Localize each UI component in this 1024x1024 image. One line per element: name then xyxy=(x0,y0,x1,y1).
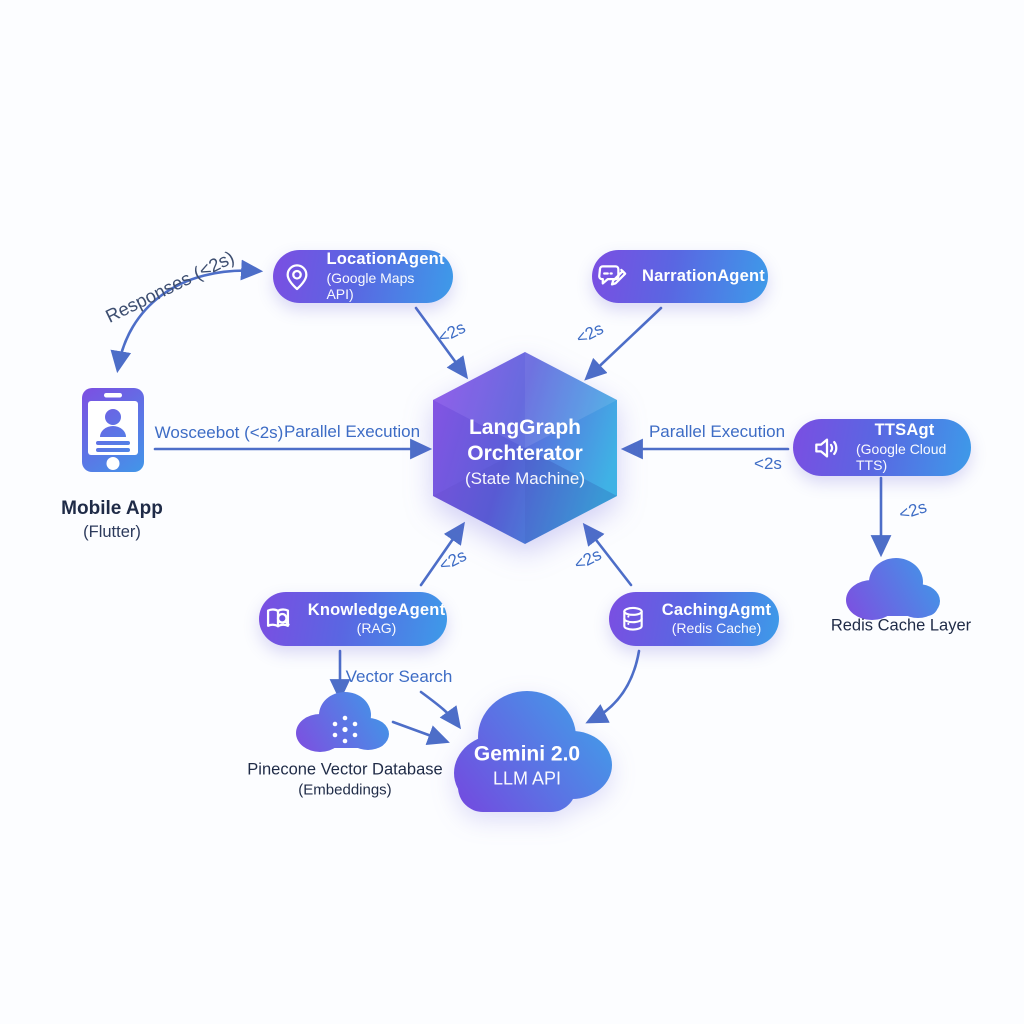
arrow-responses-mobile-location xyxy=(110,259,264,374)
database-icon xyxy=(617,603,649,635)
edge-label-vector-search: Vector Search xyxy=(345,667,453,686)
mobile-app-subtitle: (Flutter) xyxy=(83,522,141,541)
pinecone-caption: Pinecone Vector Database (Embeddings) xyxy=(247,760,442,801)
node-title: TTSAgt xyxy=(874,421,935,440)
arrow-knowledge-orchestrator xyxy=(419,521,465,587)
node-title: KnowledgeAgent xyxy=(307,601,446,619)
vector-dots-icon xyxy=(332,715,358,744)
arrow-vectorsearch-gemini xyxy=(419,690,462,730)
node-narration-agent: NarrationAgent xyxy=(592,250,768,303)
node-caching-agent: CachingAgmt (Redis Cache) xyxy=(609,592,779,646)
location-pin-icon xyxy=(281,261,313,293)
orchestrator-subtitle: (State Machine) xyxy=(465,468,585,488)
pinecone-label-line1: Pinecone Vector Database xyxy=(247,760,443,779)
redis-cloud-icon xyxy=(846,558,940,620)
arrow-narration-orchestrator xyxy=(584,306,663,381)
node-subtitle: (Google Maps API) xyxy=(326,269,415,303)
node-subtitle: (Google Cloud TTS) xyxy=(856,440,947,474)
node-title: NarrationAgent xyxy=(642,266,765,285)
gemini-label: Gemini 2.0 LLM API xyxy=(474,742,580,791)
redis-cache-caption: Redis Cache Layer xyxy=(831,615,971,636)
gemini-cloud-shape xyxy=(454,691,612,812)
edge-label-parallel-execution-left: Parallel Execution xyxy=(283,422,421,441)
node-knowledge-agent: KnowledgeAgent (RAG) xyxy=(259,592,447,646)
speaker-icon xyxy=(811,432,843,464)
chat-pencil-icon xyxy=(595,260,629,294)
redis-cache-label: Redis Cache Layer xyxy=(830,616,972,635)
node-title: LocationAgent xyxy=(326,250,445,269)
orchestrator-title-line2: Orchterator xyxy=(467,442,583,466)
node-tts-agent: TTSAgt (Google Cloud TTS) xyxy=(793,419,971,476)
pinecone-cloud-icon xyxy=(296,692,389,752)
arrow-caching-orchestrator xyxy=(582,522,633,587)
edge-label-parallel-execution-right: Parallel Execution xyxy=(648,422,786,441)
connector-arrows xyxy=(110,259,892,745)
gemini-title: Gemini 2.0 xyxy=(473,742,581,766)
mobile-app-caption: Mobile App (Flutter) xyxy=(61,497,163,543)
gemini-subtitle: LLM API xyxy=(492,768,562,789)
pinecone-label-line2: (Embeddings) xyxy=(298,781,392,799)
orchestrator-title-line1: LangGraph xyxy=(468,416,581,440)
node-location-agent: LocationAgent (Google Maps API) xyxy=(273,250,453,303)
orchestrator-label: LangGraph Orchterator (State Machine) xyxy=(465,415,585,489)
arrow-location-orchestrator xyxy=(414,306,469,380)
node-subtitle: (Redis Cache) xyxy=(671,620,762,637)
arrow-pinecone-gemini xyxy=(391,720,450,745)
orchestrator-hexagon-shape xyxy=(433,352,617,544)
arrow-caching-gemini xyxy=(585,649,641,724)
edge-label-request: Wosceebot (<2s) xyxy=(154,423,284,442)
node-title: CachingAgmt xyxy=(661,601,772,619)
mobile-app-title: Mobile App xyxy=(61,497,163,519)
node-subtitle: (RAG) xyxy=(356,620,397,637)
edge-label-latency-tts: <2s xyxy=(754,454,782,473)
smartphone-icon xyxy=(82,388,144,472)
book-search-icon xyxy=(261,602,295,636)
